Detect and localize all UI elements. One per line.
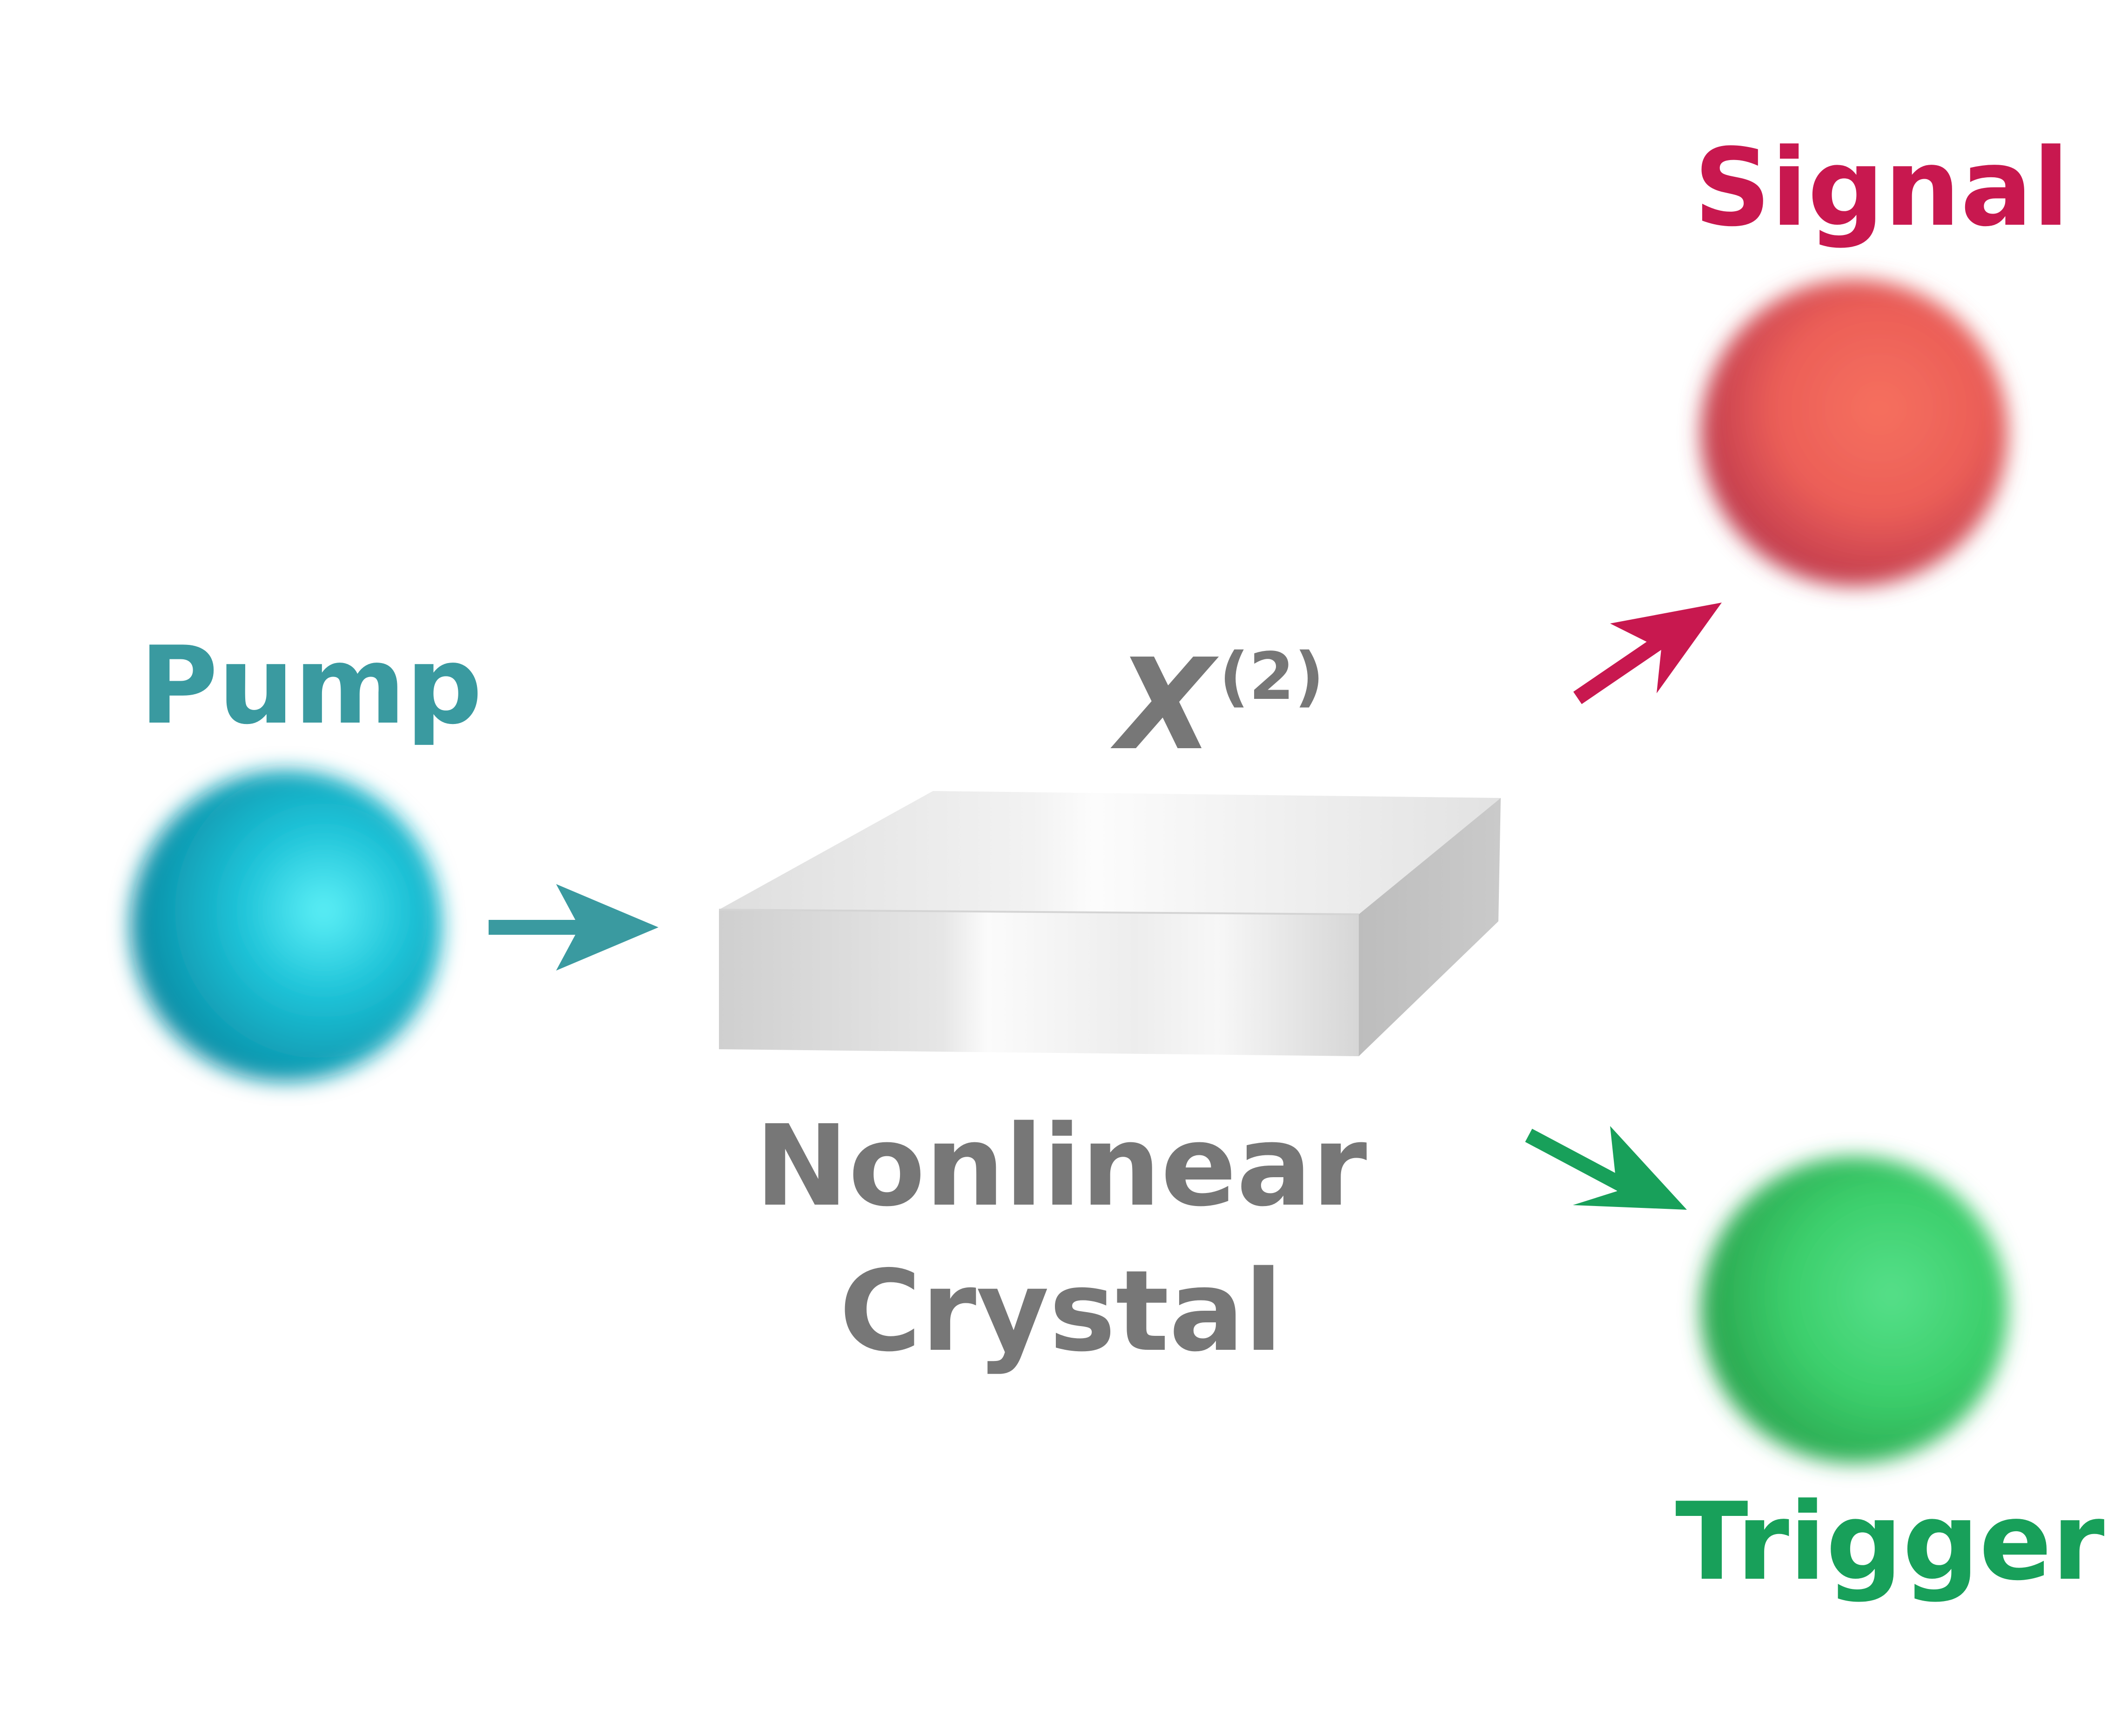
chi-order-superscript: (2) bbox=[1219, 639, 1324, 715]
pump-label: Pump bbox=[140, 624, 483, 748]
crystal-label: Nonlinear Crystal bbox=[707, 1093, 1415, 1384]
signal-label: Signal bbox=[1694, 126, 2069, 250]
pump-arrow-icon bbox=[489, 884, 658, 971]
signal-arrow-icon bbox=[1573, 603, 1722, 704]
trigger-label: Trigger bbox=[1675, 1480, 2105, 1604]
chi-symbol: X bbox=[1117, 631, 1214, 778]
trigger-arrow-icon bbox=[1525, 1126, 1687, 1210]
crystal-slab-icon bbox=[718, 791, 1501, 1056]
signal-photon-icon bbox=[1701, 279, 2008, 586]
crystal-label-line2: Crystal bbox=[839, 1246, 1283, 1376]
trigger-photon-icon bbox=[1701, 1156, 2008, 1463]
pump-photon-icon bbox=[130, 770, 442, 1082]
crystal-label-line1: Nonlinear bbox=[755, 1101, 1367, 1231]
